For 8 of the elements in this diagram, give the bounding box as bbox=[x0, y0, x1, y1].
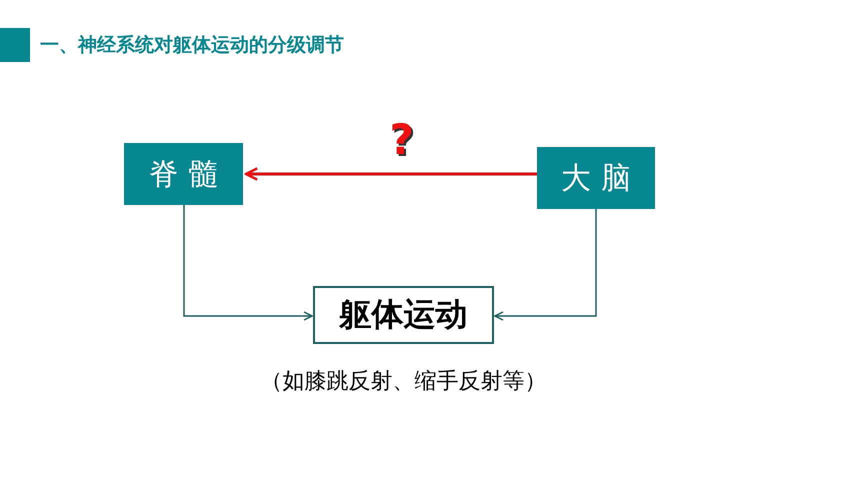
label-box: 大 脑 bbox=[537, 147, 655, 209]
slide-title: 一、神经系统对躯体运动的分级调节 bbox=[40, 33, 344, 58]
arrow bbox=[494, 209, 597, 321]
arrow bbox=[183, 205, 313, 321]
example-note: （如膝跳反射、缩手反射等） bbox=[260, 368, 548, 396]
label-box: 脊 髓 bbox=[124, 143, 243, 205]
label-box: 躯体运动 bbox=[313, 286, 494, 344]
arrow bbox=[244, 167, 537, 181]
